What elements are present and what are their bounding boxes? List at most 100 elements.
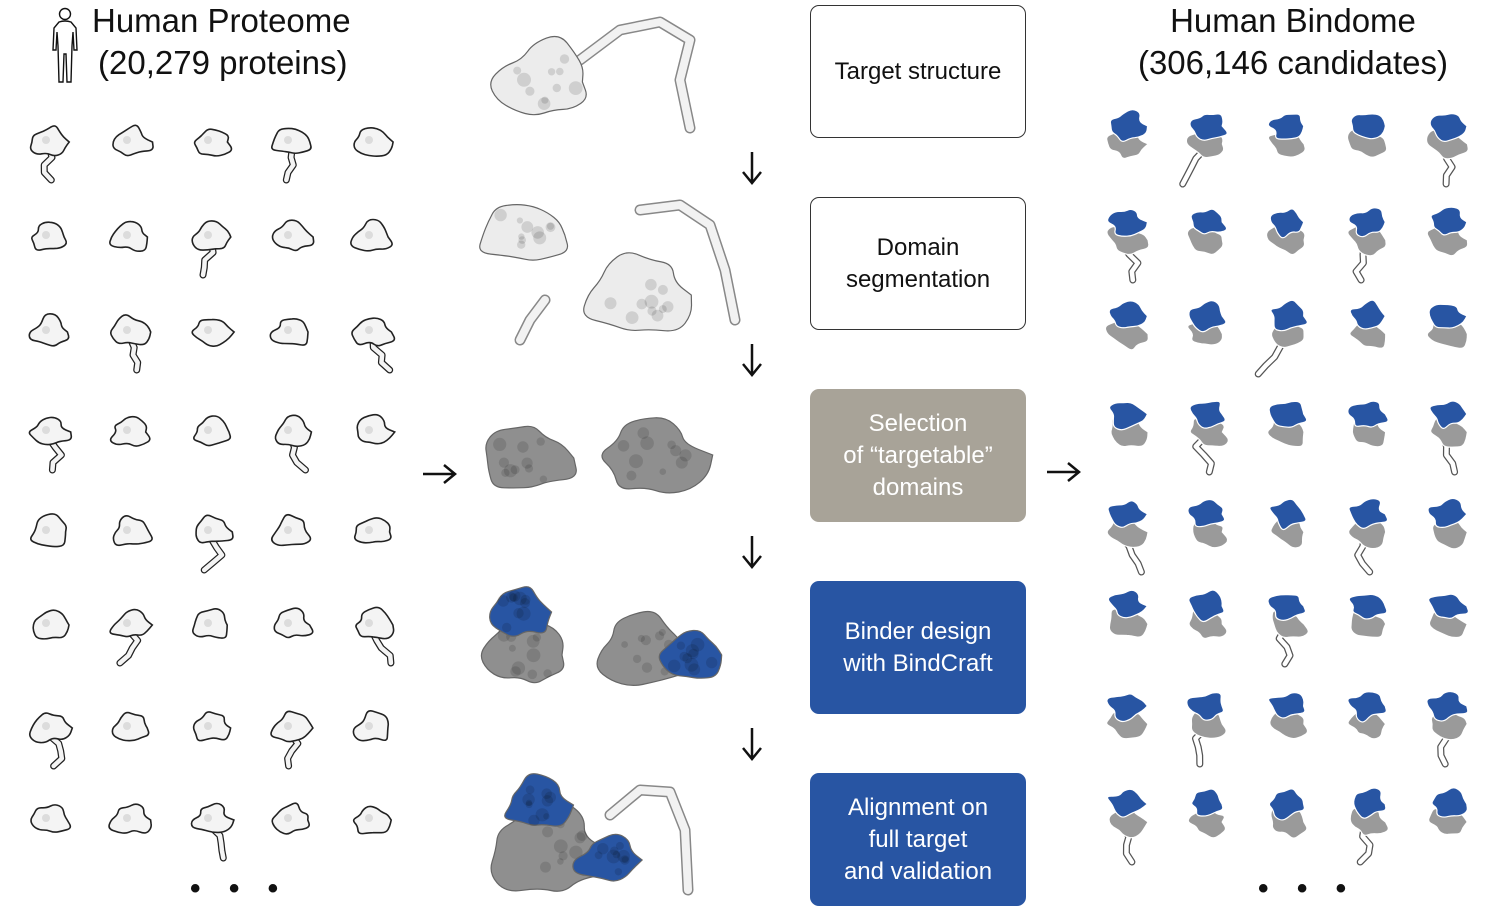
step-1-down-arrow-icon xyxy=(742,152,762,185)
step-binder-design-box: Binder design with BindCraft xyxy=(810,581,1026,714)
proteome-structure-grid xyxy=(28,124,396,862)
step-label-line: with BindCraft xyxy=(843,649,993,677)
proteome-protein-structure xyxy=(30,804,72,833)
proteome-protein-structure xyxy=(191,318,236,347)
bindome-binder-complex xyxy=(1349,787,1389,866)
proteome-protein-structure xyxy=(108,803,152,834)
bindome-binder-complex xyxy=(1347,400,1389,448)
proteome-protein-structure xyxy=(32,609,70,640)
step-alignment-validation-box: Alignment on full target and validation xyxy=(810,773,1026,906)
step-domain-segmentation-label: Domain segmentation xyxy=(846,232,990,296)
bindome-binder-complex xyxy=(1426,206,1469,257)
step-label-line: and validation xyxy=(843,857,993,885)
targetable-domain-illustration xyxy=(601,417,714,494)
step-label-line: full target xyxy=(868,825,968,853)
proteome-title: Human Proteome (20,279 proteins) xyxy=(92,0,351,84)
proteome-protein-structure xyxy=(271,802,311,835)
proteome-protein-structure xyxy=(28,416,73,474)
designed-binder-illustration xyxy=(658,629,723,679)
bindome-binder-complex xyxy=(1348,593,1388,638)
bindome-title-line1: Human Bindome xyxy=(1170,2,1416,39)
proteome-protein-structure xyxy=(195,514,234,574)
bindome-binder-complex xyxy=(1106,109,1150,160)
bindome-binder-complex xyxy=(1108,401,1149,448)
bindome-binder-complex xyxy=(1268,788,1308,839)
step-target-structure-box: Target structure xyxy=(810,5,1026,138)
proteome-ellipsis: • • • xyxy=(190,872,289,905)
proteome-protein-structure xyxy=(28,712,74,770)
proteome-title-line1: Human Proteome xyxy=(92,2,351,39)
bindome-binder-complex xyxy=(1425,113,1469,188)
bindome-binder-complex xyxy=(1187,498,1229,549)
step-2-down-arrow-icon xyxy=(742,344,762,377)
bindome-binder-complex xyxy=(1267,594,1309,668)
proteome-protein-structure xyxy=(190,802,235,862)
bindome-binder-complex xyxy=(1429,400,1469,476)
bindome-binder-complex xyxy=(1267,113,1306,158)
proteome-protein-structure xyxy=(351,317,396,374)
bindome-binder-complex xyxy=(1267,692,1309,740)
step-label-line: domains xyxy=(872,473,964,501)
proteome-protein-structure xyxy=(192,711,232,742)
bindome-binder-complex xyxy=(1267,400,1308,448)
proteome-protein-structure xyxy=(109,608,154,667)
domain-segment-helix xyxy=(634,199,741,326)
designed-binder-illustration xyxy=(489,586,553,637)
bindome-title-line2: (306,146 candidates) xyxy=(1137,44,1449,81)
aligned-binder-illustration xyxy=(572,833,644,882)
bindome-ellipsis: • • • xyxy=(1258,872,1357,905)
bindome-binder-complex xyxy=(1107,589,1149,638)
proteome-protein-structure xyxy=(111,711,150,742)
domain-segment-illustration xyxy=(479,204,569,261)
bindome-binder-complex xyxy=(1426,303,1469,349)
step-binder-design-label: Binder design with BindCraft xyxy=(843,616,992,680)
bindome-binder-complex xyxy=(1265,208,1306,256)
aligned-binder-illustration xyxy=(504,773,575,827)
step-label-line: of “targetable” xyxy=(843,441,993,469)
bindome-binder-complex xyxy=(1187,300,1227,346)
bindome-binder-complex xyxy=(1427,787,1469,836)
step-label-line: segmentation xyxy=(845,265,991,293)
step-target-structure-label: Target structure xyxy=(835,56,1002,88)
proteome-protein-structure xyxy=(112,124,154,157)
proteome-protein-structure xyxy=(28,312,70,347)
step-label-line: Domain xyxy=(876,233,960,261)
bindome-binder-complex xyxy=(1269,498,1307,549)
step-domain-segmentation-box: Domain segmentation xyxy=(810,197,1026,330)
bindome-binder-complex xyxy=(1349,299,1387,349)
proteome-protein-structure xyxy=(353,517,392,544)
proteome-to-pipeline-arrow-icon xyxy=(423,464,457,484)
proteome-protein-structure xyxy=(193,415,232,447)
step-label-line: Binder design xyxy=(844,617,992,645)
step-targetable-domains-label: Selection of “targetable” domains xyxy=(843,408,992,504)
target-structure-illustration xyxy=(490,35,587,116)
bindome-title: Human Bindome (306,146 candidates) xyxy=(1118,0,1468,84)
bindome-binder-complex xyxy=(1428,593,1470,639)
step-3-down-arrow-icon xyxy=(742,536,762,569)
proteome-protein-structure xyxy=(191,220,232,279)
bindome-binder-complex xyxy=(1427,497,1469,550)
proteome-protein-structure xyxy=(271,219,315,252)
proteome-protein-structure xyxy=(355,606,395,667)
proteome-protein-structure xyxy=(352,709,390,742)
bindome-binder-complex xyxy=(1106,208,1150,284)
bindome-binder-complex xyxy=(1187,788,1227,839)
domain-segment-helix xyxy=(514,294,551,346)
proteome-protein-structure xyxy=(270,710,314,770)
proteome-protein-structure xyxy=(270,513,312,547)
human-silhouette-icon xyxy=(52,7,78,83)
proteome-protein-structure xyxy=(356,413,396,445)
proteome-protein-structure xyxy=(31,221,68,251)
proteome-protein-structure xyxy=(269,318,309,346)
step-alignment-validation-label: Alignment on full target and validation xyxy=(844,792,992,888)
step-label-line: Target structure xyxy=(834,57,1002,85)
proteome-protein-structure xyxy=(271,127,312,184)
bindome-binder-complex xyxy=(1186,208,1228,256)
proteome-protein-structure xyxy=(193,128,233,157)
proteome-protein-structure xyxy=(350,218,393,252)
domain-segment-illustration xyxy=(583,252,693,332)
bindome-binder-complex xyxy=(1104,300,1149,351)
proteome-protein-structure xyxy=(30,513,67,548)
